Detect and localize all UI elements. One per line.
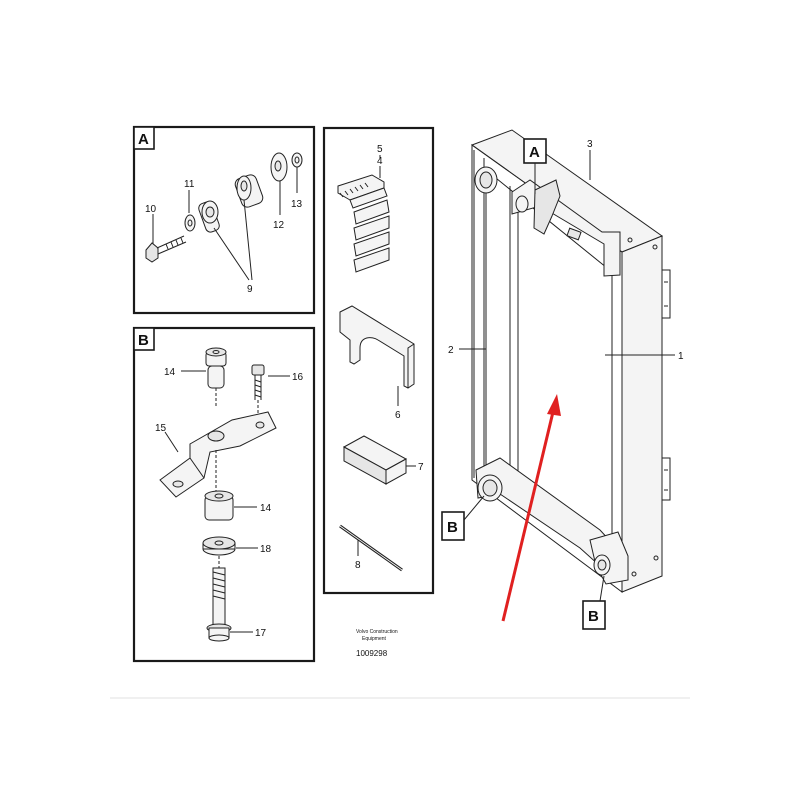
- callout-14-bottom: 14: [260, 503, 272, 514]
- bracket-15: [159, 411, 277, 498]
- panel-a: A: [132, 125, 316, 315]
- red-arrow-pointer: [501, 394, 561, 622]
- callout-10: 10: [145, 204, 157, 215]
- callout-13: 13: [291, 199, 303, 210]
- panel-a-frame: [132, 125, 316, 315]
- maker-line-1: Volvo Construction: [356, 629, 398, 635]
- nut-13: [291, 152, 303, 168]
- bolt-17: [206, 556, 232, 642]
- callout-1: 1: [678, 351, 684, 362]
- callout-11: 11: [184, 179, 195, 190]
- strip-8: [339, 524, 403, 572]
- panel-b: B: [132, 326, 316, 663]
- drawing-number: 1009298: [356, 649, 388, 658]
- panel-b-label-box: [133, 327, 155, 351]
- callout-4: 4: [377, 156, 383, 167]
- callout-14-top: 14: [164, 367, 176, 378]
- callout-15: 15: [155, 423, 167, 434]
- callout-3: 3: [587, 139, 593, 150]
- callout-16: 16: [292, 372, 304, 383]
- washer-18: [202, 536, 236, 556]
- washer-11: [184, 214, 196, 232]
- rubber-mount-14-top: [205, 347, 227, 408]
- callout-8: 8: [355, 560, 361, 571]
- seal-stack-4-5: [337, 174, 390, 273]
- panel-middle: 5 4 6 7 8: [322, 126, 435, 595]
- marker-b-left: B: [447, 519, 458, 536]
- drawing-reference: Volvo Construction Equipment 1009298: [356, 629, 398, 658]
- callout-17: 17: [255, 628, 267, 639]
- seal-6: [339, 305, 415, 389]
- block-7: [342, 435, 408, 485]
- bushing-9a: [198, 200, 220, 233]
- callout-18: 18: [260, 544, 272, 555]
- marker-b-right: B: [588, 608, 599, 625]
- callout-5: 5: [377, 144, 383, 155]
- callout-9: 9: [247, 284, 253, 295]
- callout-7: 7: [418, 462, 424, 473]
- panel-a-label-box: [133, 126, 155, 150]
- callout-6: 6: [395, 410, 401, 421]
- marker-b-left-box: [441, 511, 465, 541]
- panel-b-label: B: [138, 332, 149, 349]
- rubber-mount-14-bottom: [204, 490, 234, 521]
- radiator-assembly: 3 2 1 A B B: [441, 129, 684, 630]
- marker-a: A: [529, 144, 540, 161]
- panel-a-label: A: [138, 131, 149, 148]
- bolt-10: [145, 235, 187, 263]
- callout-2: 2: [448, 345, 454, 356]
- marker-b-right-box: [582, 600, 606, 630]
- callout-12: 12: [273, 220, 285, 231]
- maker-line-2: Equipment: [362, 636, 387, 642]
